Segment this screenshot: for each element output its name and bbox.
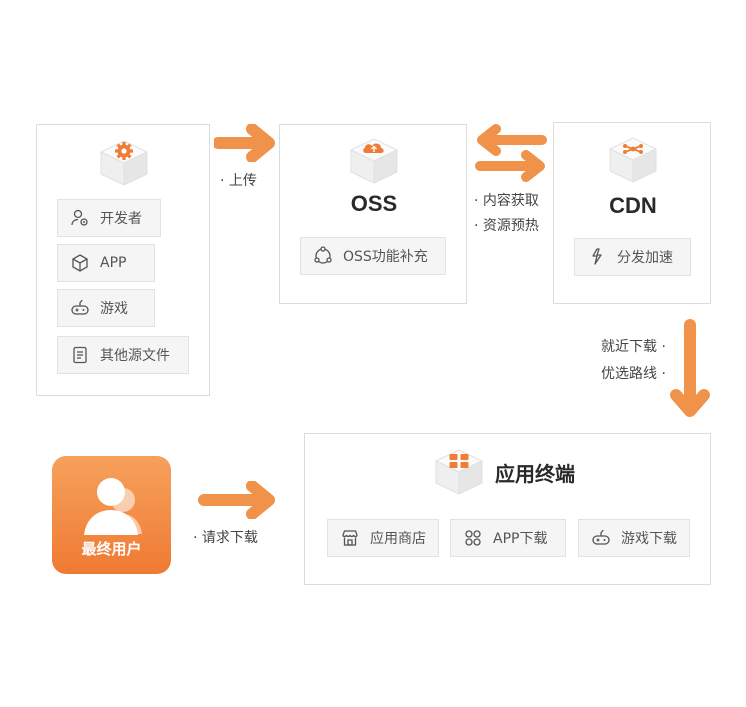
sources-panel: 开发者 APP 游戏 其他源文件 bbox=[36, 124, 210, 396]
oss-feature[interactable]: OSS功能补充 bbox=[300, 237, 446, 275]
cycle-icon bbox=[313, 246, 333, 266]
network-icon bbox=[606, 134, 660, 186]
nearby-note-route: 优选路线 · bbox=[601, 366, 666, 382]
store-icon bbox=[340, 528, 360, 548]
oss-panel: OSS OSS功能补充 bbox=[279, 124, 467, 304]
oss-feature-label: OSS功能补充 bbox=[343, 249, 428, 265]
source-item-game[interactable]: 游戏 bbox=[57, 289, 155, 327]
cdn-panel: CDN 分发加速 bbox=[553, 122, 711, 304]
app-grid-icon bbox=[463, 528, 483, 548]
terminal-item-label: 应用商店 bbox=[370, 531, 426, 547]
end-user-card: 最终用户 bbox=[52, 456, 171, 574]
source-item-label: 其他源文件 bbox=[100, 348, 170, 364]
cube-icon bbox=[70, 253, 90, 273]
source-item-label: 游戏 bbox=[100, 301, 128, 317]
apps-icon bbox=[432, 446, 486, 498]
oss-title: OSS bbox=[350, 191, 398, 216]
cdn-feature[interactable]: 分发加速 bbox=[574, 238, 691, 276]
users-icon bbox=[84, 478, 142, 535]
terminal-panel: 应用终端 应用商店 APP下载 游戏下载 bbox=[304, 433, 711, 585]
source-item-other-files[interactable]: 其他源文件 bbox=[57, 336, 189, 374]
cdn-title: CDN bbox=[609, 193, 657, 218]
gear-icon bbox=[97, 137, 151, 189]
terminal-item-game-download[interactable]: 游戏下载 bbox=[578, 519, 690, 557]
download-arrow bbox=[670, 319, 710, 419]
terminal-item-app-download[interactable]: APP下载 bbox=[450, 519, 566, 557]
gamepad-icon bbox=[70, 298, 90, 318]
upload-label: · 上传 bbox=[220, 173, 257, 189]
terminal-item-app-store[interactable]: 应用商店 bbox=[327, 519, 439, 557]
gamepad-icon bbox=[591, 528, 611, 548]
request-label: · 请求下载 bbox=[193, 530, 258, 546]
end-user-label: 最终用户 bbox=[81, 540, 142, 558]
nearby-note-download: 就近下载 · bbox=[601, 339, 666, 355]
upload-arrow bbox=[214, 124, 278, 162]
terminal-item-label: 游戏下载 bbox=[621, 531, 677, 547]
source-item-app[interactable]: APP bbox=[57, 244, 155, 282]
terminal-title: 应用终端 bbox=[495, 464, 575, 486]
sync-note-preheat: · 资源预热 bbox=[474, 218, 539, 234]
developer-icon bbox=[70, 208, 90, 228]
source-item-label: APP bbox=[100, 255, 127, 271]
source-item-label: 开发者 bbox=[100, 211, 142, 227]
lightning-icon bbox=[587, 247, 607, 267]
sync-note-content: · 内容获取 bbox=[474, 193, 539, 209]
document-icon bbox=[70, 345, 90, 365]
request-arrow bbox=[198, 481, 278, 519]
cloud-upload-icon bbox=[347, 135, 401, 187]
terminal-item-label: APP下载 bbox=[493, 531, 548, 547]
cdn-feature-label: 分发加速 bbox=[617, 250, 673, 266]
source-item-developer[interactable]: 开发者 bbox=[57, 199, 161, 237]
sync-arrows bbox=[474, 124, 548, 184]
